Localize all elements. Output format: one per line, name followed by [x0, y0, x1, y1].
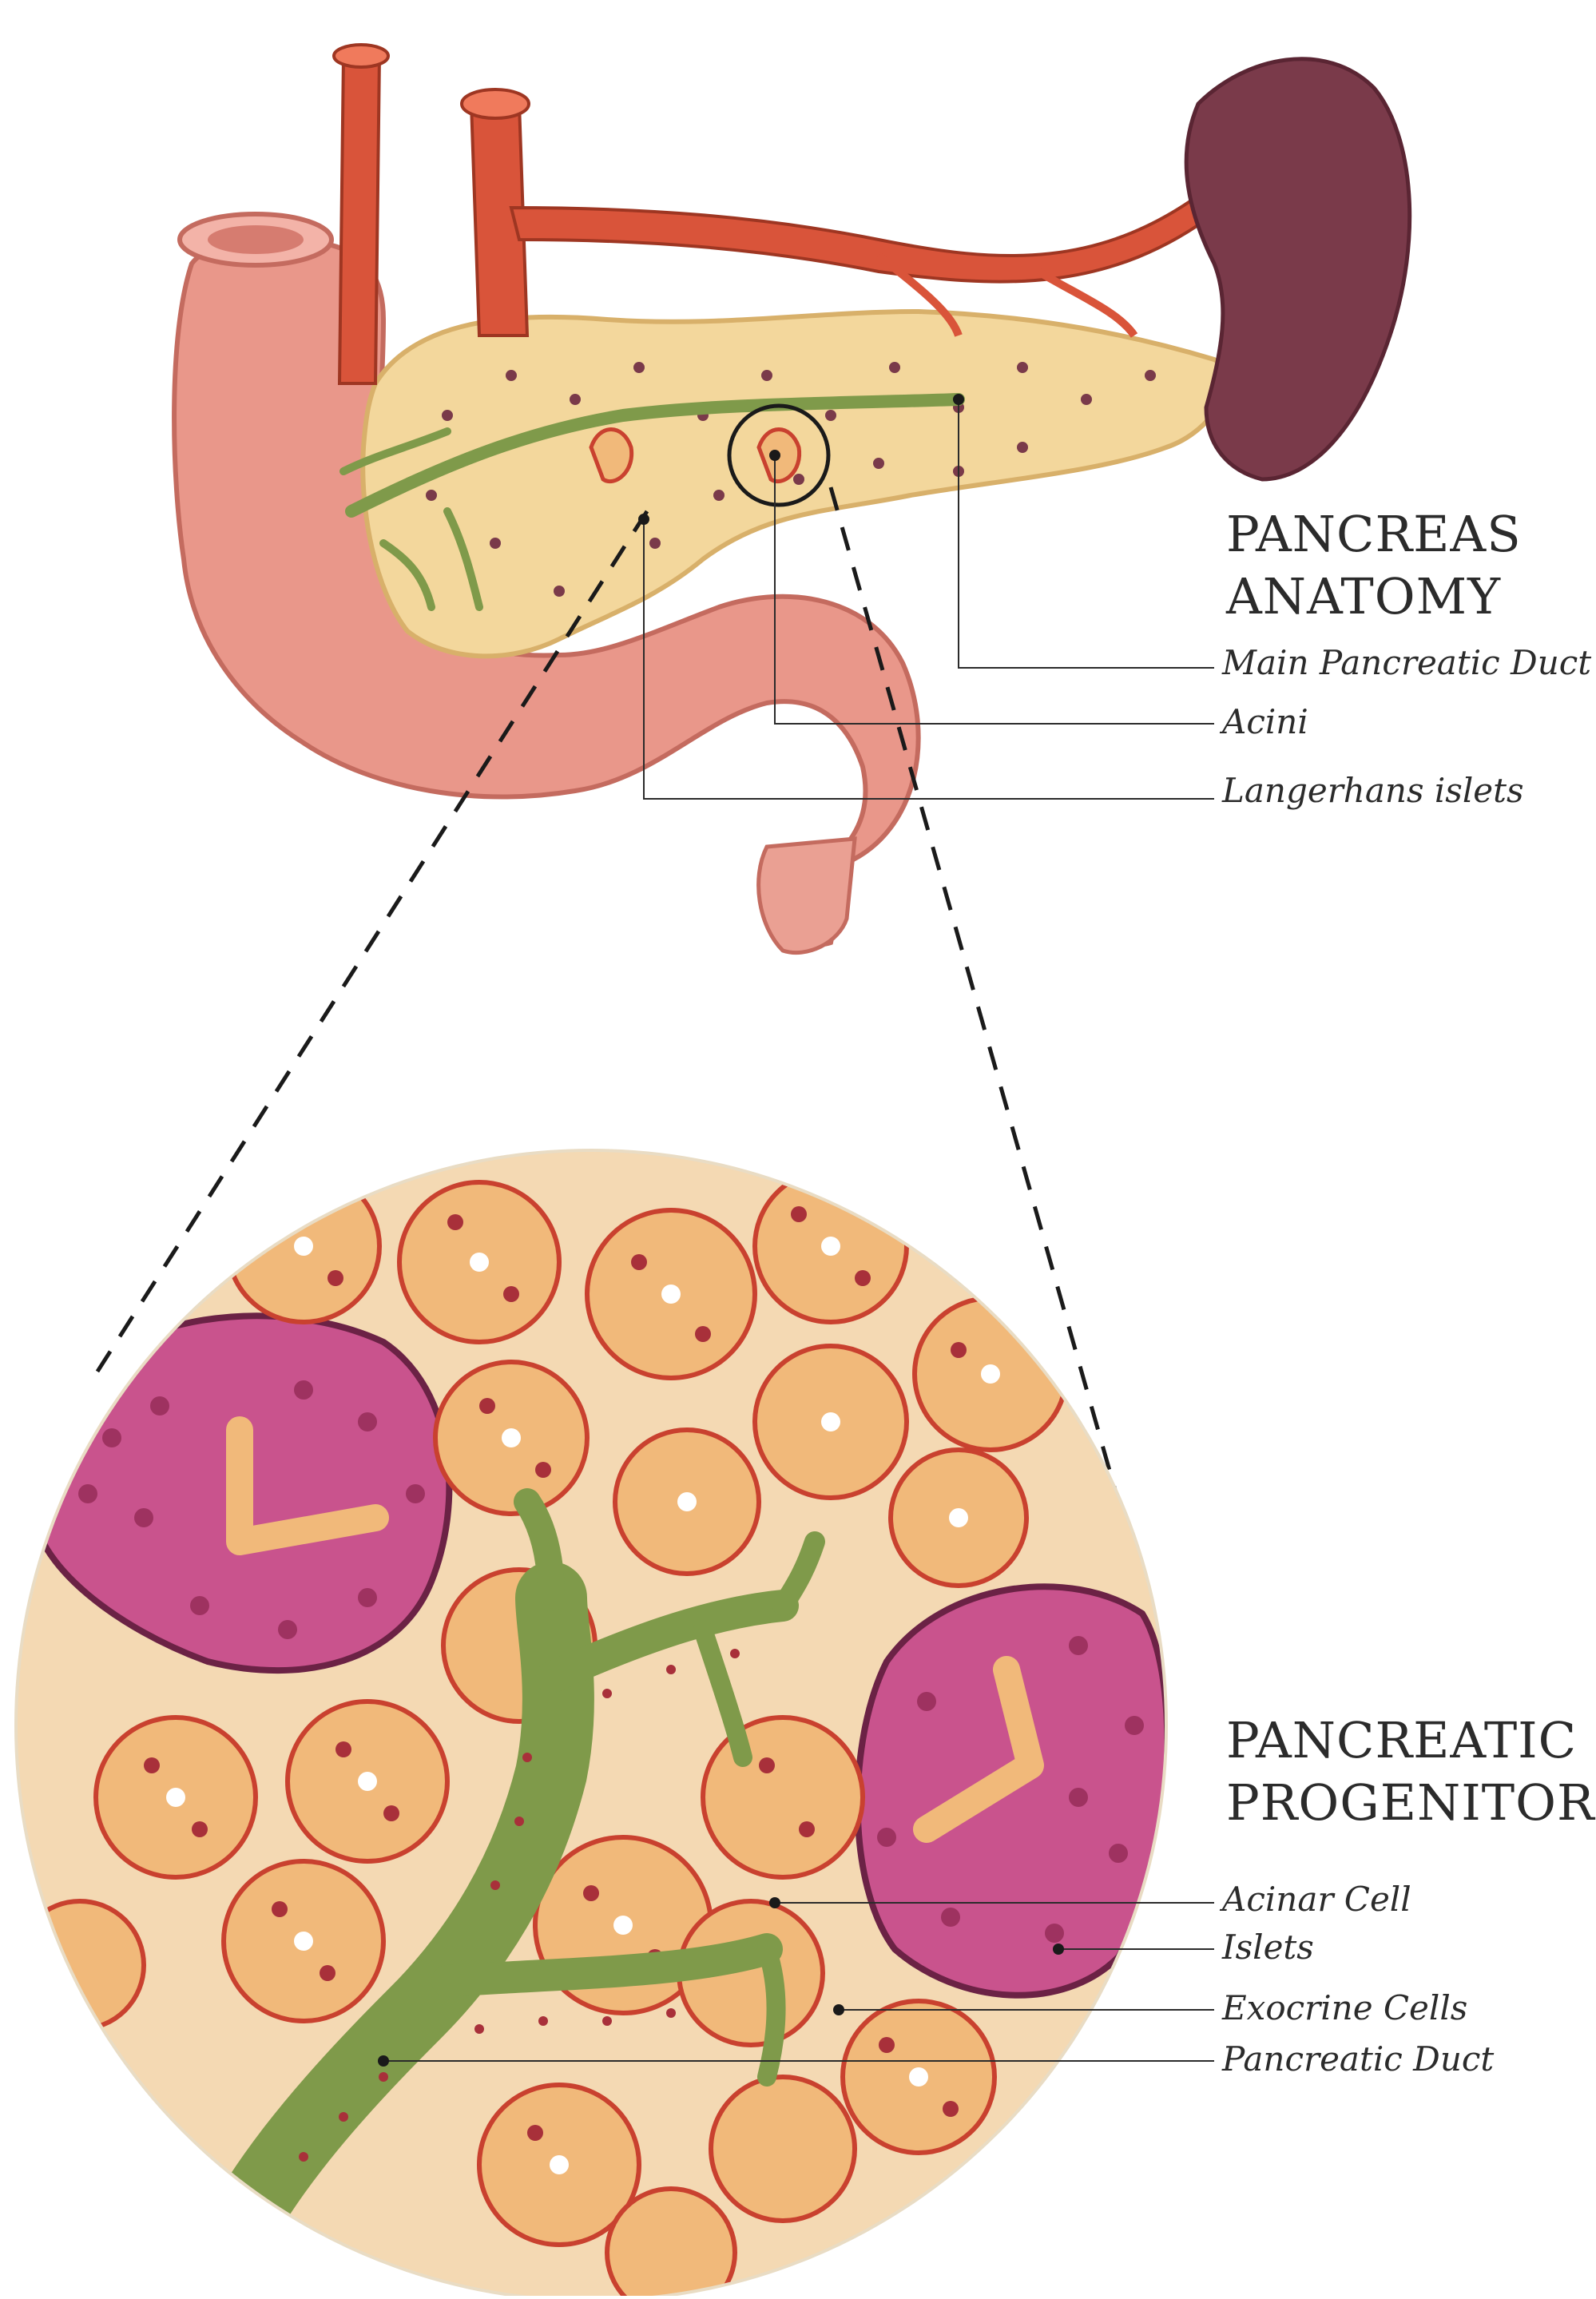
- label-exocrine-cells: Exocrine Cells: [1222, 1989, 1467, 2027]
- islet-right: [858, 1586, 1168, 1995]
- label-main-pancreatic-duct: Main Pancreatic Duct: [1222, 644, 1591, 682]
- magnified-tissue: [16, 1150, 1167, 2296]
- label-acini: Acini: [1222, 703, 1308, 741]
- label-islets: Islets: [1222, 1928, 1314, 1967]
- progenitor-title-line2: PROGENITOR: [1226, 1772, 1595, 1834]
- anatomy-title-line2: ANATOMY: [1226, 566, 1522, 628]
- label-pancreatic-duct: Pancreatic Duct: [1222, 2040, 1494, 2079]
- label-acinar-cell: Acinar Cell: [1222, 1880, 1411, 1919]
- progenitor-title-line1: PANCREATIC: [1226, 1709, 1595, 1772]
- progenitor-title: PANCREATIC PROGENITOR: [1226, 1709, 1595, 1834]
- anatomy-title: PANCREAS ANATOMY: [1226, 503, 1522, 628]
- anatomy-title-line1: PANCREAS: [1226, 503, 1522, 566]
- label-langerhans-islets: Langerhans islets: [1222, 772, 1524, 810]
- spleen: [1186, 59, 1410, 479]
